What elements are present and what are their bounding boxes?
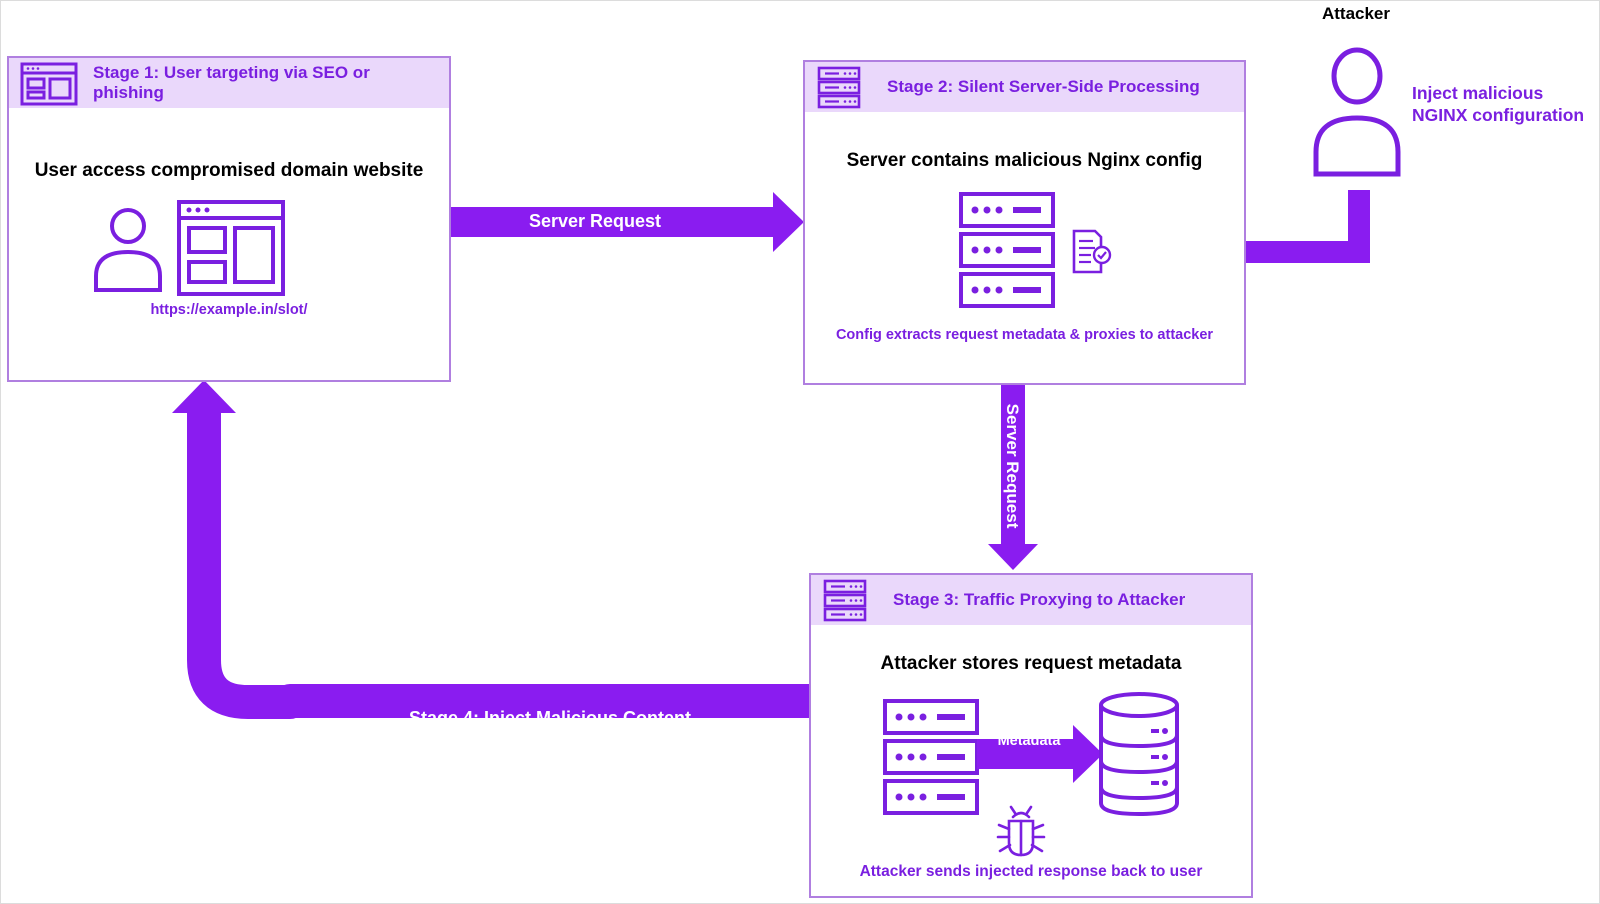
stage2-title: Stage 2: Silent Server-Side Processing	[887, 77, 1200, 96]
stage3-note: Attacker sends injected response back to…	[859, 863, 1203, 880]
server-rack-icon	[883, 699, 979, 815]
attacker-label: Attacker	[1321, 4, 1391, 23]
attacker-person-icon	[1313, 47, 1401, 177]
stage4-label: Stage 4: Inject Malicious Content	[408, 708, 692, 728]
bug-icon	[996, 805, 1046, 857]
stage1-heading: User access compromised domain website	[34, 160, 424, 181]
server-icon	[823, 579, 867, 622]
person-icon	[94, 208, 162, 292]
database-icon	[1099, 692, 1179, 817]
stage2-heading: Server contains malicious Nginx config	[846, 150, 1203, 171]
stage2-note: Config extracts request metadata & proxi…	[835, 327, 1214, 343]
server-request-label-1: Server Request	[528, 211, 662, 231]
browser-icon	[20, 62, 78, 106]
stage2-header: Stage 2: Silent Server-Side Processing	[805, 62, 1244, 112]
attacker-action-text: Inject malicious NGINX configuration	[1412, 82, 1598, 126]
stage1-box: Stage 1: User targeting via SEO or phish…	[7, 56, 451, 382]
server-icon	[817, 66, 861, 109]
stage1-url: https://example.in/slot/	[150, 302, 308, 318]
stage3-title: Stage 3: Traffic Proxying to Attacker	[893, 590, 1186, 609]
attacker-action-line2: NGINX configuration	[1412, 105, 1585, 125]
stage2-box: Stage 2: Silent Server-Side Processing S…	[803, 60, 1246, 385]
stage1-header: Stage 1: User targeting via SEO or phish…	[9, 58, 449, 108]
server-rack-icon	[959, 192, 1055, 308]
stage1-title: Stage 1: User targeting via SEO or phish…	[93, 63, 370, 102]
website-layout-icon	[177, 200, 285, 296]
stage3-header: Stage 3: Traffic Proxying to Attacker	[811, 575, 1251, 625]
metadata-label: Metadata	[997, 733, 1061, 749]
stage3-heading: Attacker stores request metadata	[880, 653, 1182, 674]
stage3-box: Stage 3: Traffic Proxying to Attacker At…	[809, 573, 1253, 898]
attacker-action-line1: Inject malicious	[1412, 83, 1544, 103]
server-request-label-2: Server Request	[1003, 403, 1022, 529]
config-document-icon	[1072, 229, 1112, 274]
metadata-arrow	[977, 725, 1103, 783]
